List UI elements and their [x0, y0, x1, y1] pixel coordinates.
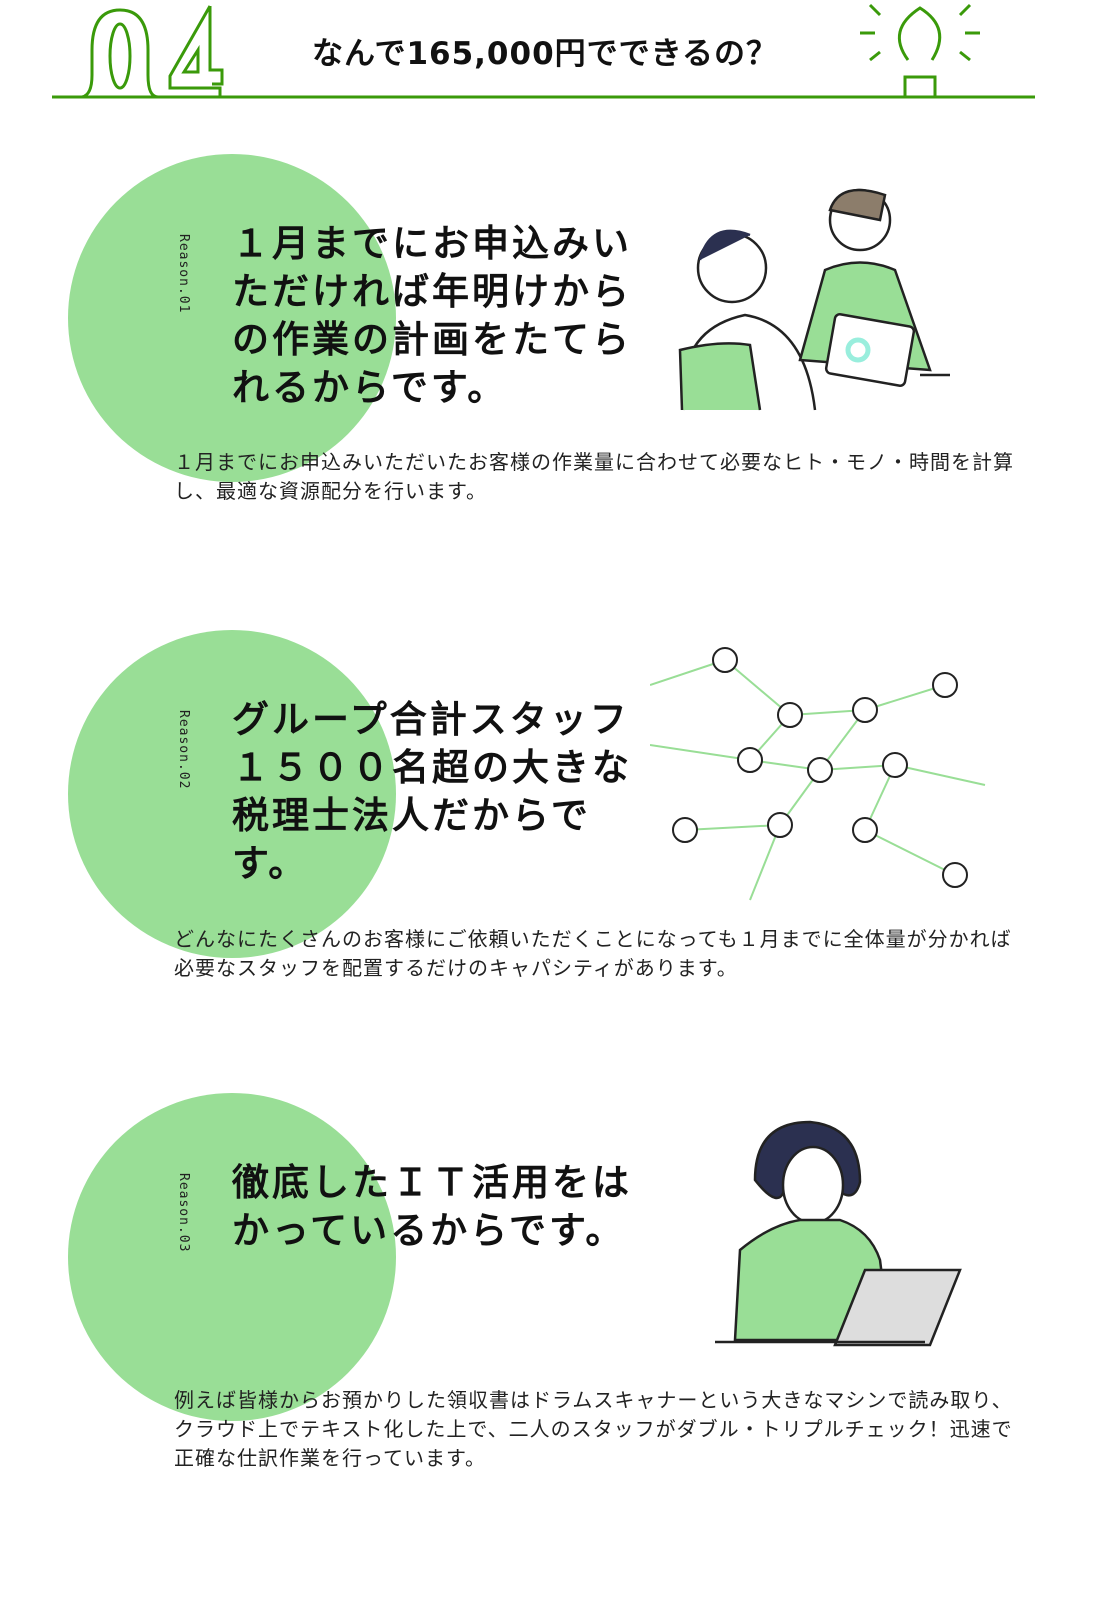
reason-description: １月までにお申込みいただいたお客様の作業量に合わせて必要なヒト・モノ・時間を計算…	[174, 450, 1014, 503]
green-circle	[68, 630, 396, 958]
reason-label: Reason.01	[176, 234, 191, 314]
header-decoration	[52, 3, 1035, 99]
reason-title: １月までにお申込みいただければ年明けからの作業の計画をたてられるからです。	[232, 222, 632, 409]
reason-title: 徹底したＩＴ活用をはかっているからです。	[232, 1161, 632, 1252]
laptop-worker-illustration	[715, 1120, 962, 1347]
network-illustration	[650, 647, 986, 901]
reason-description: 例えば皆様からお預かりした領収書はドラムスキャナーという大きなマシンで読み取り、…	[174, 1388, 1013, 1470]
reason-label: Reason.03	[176, 1173, 191, 1253]
reason-label: Reason.02	[176, 710, 191, 790]
green-circle	[68, 1093, 396, 1421]
reason-description: どんなにたくさんのお客様にご依頼いただくことになっても１月までに全体量が分かれば…	[174, 927, 1012, 980]
reason-title: グループ合計スタッフ１５００名超の大きな税理士法人だからです。	[232, 698, 632, 885]
green-circle	[68, 154, 396, 482]
consultation-illustration	[678, 188, 950, 411]
section-title: なんで165,000円でできるの？	[312, 36, 779, 72]
